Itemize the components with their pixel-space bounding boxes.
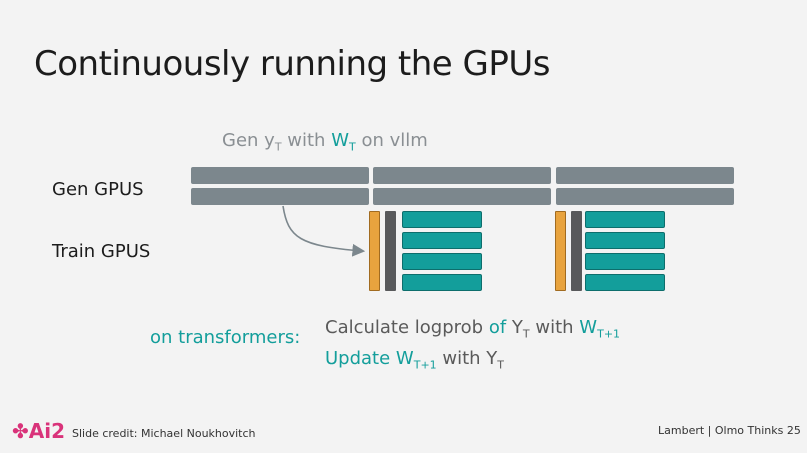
gen-caption-w: W	[331, 130, 349, 151]
logprob-y: Y	[506, 317, 523, 338]
logprob-text: Calculate logprob	[325, 317, 489, 338]
logprob-of: of	[488, 317, 507, 338]
gen-bar-1-top	[191, 167, 369, 184]
train-block-2-a	[585, 211, 665, 228]
slide-credit: Slide credit: Michael Noukhovitch	[72, 427, 256, 440]
gen-caption-prefix: Gen y	[222, 130, 275, 151]
logprob-block-2	[555, 211, 566, 291]
update-w-sub: T+1	[413, 358, 437, 372]
update-text: Update W	[325, 347, 414, 369]
gen-caption: Gen yT with WT on vllm	[222, 130, 428, 154]
train-block-1-d	[402, 274, 482, 291]
slide-title: Continuously running the GPUs	[34, 44, 550, 84]
transformers-steps: Calculate logprob of YT with WT+1 Update…	[325, 316, 620, 377]
gen-caption-sub-t: T	[274, 140, 282, 154]
gen-gpus-label: Gen GPUS	[52, 179, 144, 200]
transformers-label: on transformers:	[150, 327, 301, 348]
gen-caption-with: with	[281, 130, 332, 151]
train-block-1-c	[402, 253, 482, 270]
train-block-2-c	[585, 253, 665, 270]
train-block-2-d	[585, 274, 665, 291]
logprob-w: W	[579, 317, 598, 338]
update-y-sub: T	[497, 358, 505, 372]
logprob-line: Calculate logprob of YT with WT+1	[325, 316, 620, 347]
update-line: Update WT+1 with YT	[325, 347, 620, 378]
train-gpus-label: Train GPUS	[52, 241, 151, 262]
update-block-2	[571, 211, 582, 291]
ai2-logo-icon: ✤	[12, 419, 29, 443]
train-block-1-b	[402, 232, 482, 249]
gen-bar-1-bottom	[191, 188, 369, 205]
ai2-logo: ✤Ai2	[12, 419, 65, 443]
gen-bar-2-top	[373, 167, 551, 184]
gen-bar-3-top	[556, 167, 734, 184]
ai2-logo-text: Ai2	[28, 419, 66, 443]
train-block-1-a	[402, 211, 482, 228]
gen-bar-2-bottom	[373, 188, 551, 205]
slide-footer-info: Lambert | Olmo Thinks 25	[658, 424, 801, 437]
logprob-y-sub: T	[522, 327, 530, 341]
gen-bar-3-bottom	[556, 188, 734, 205]
gen-caption-suffix: on vllm	[355, 130, 428, 151]
logprob-with: with	[529, 317, 580, 338]
train-block-2-b	[585, 232, 665, 249]
gen-caption-w-sub: T	[349, 140, 356, 154]
logprob-block-1	[369, 211, 380, 291]
update-block-1	[385, 211, 396, 291]
update-with: with Y	[436, 347, 498, 369]
logprob-w-sub: T+1	[597, 327, 621, 341]
